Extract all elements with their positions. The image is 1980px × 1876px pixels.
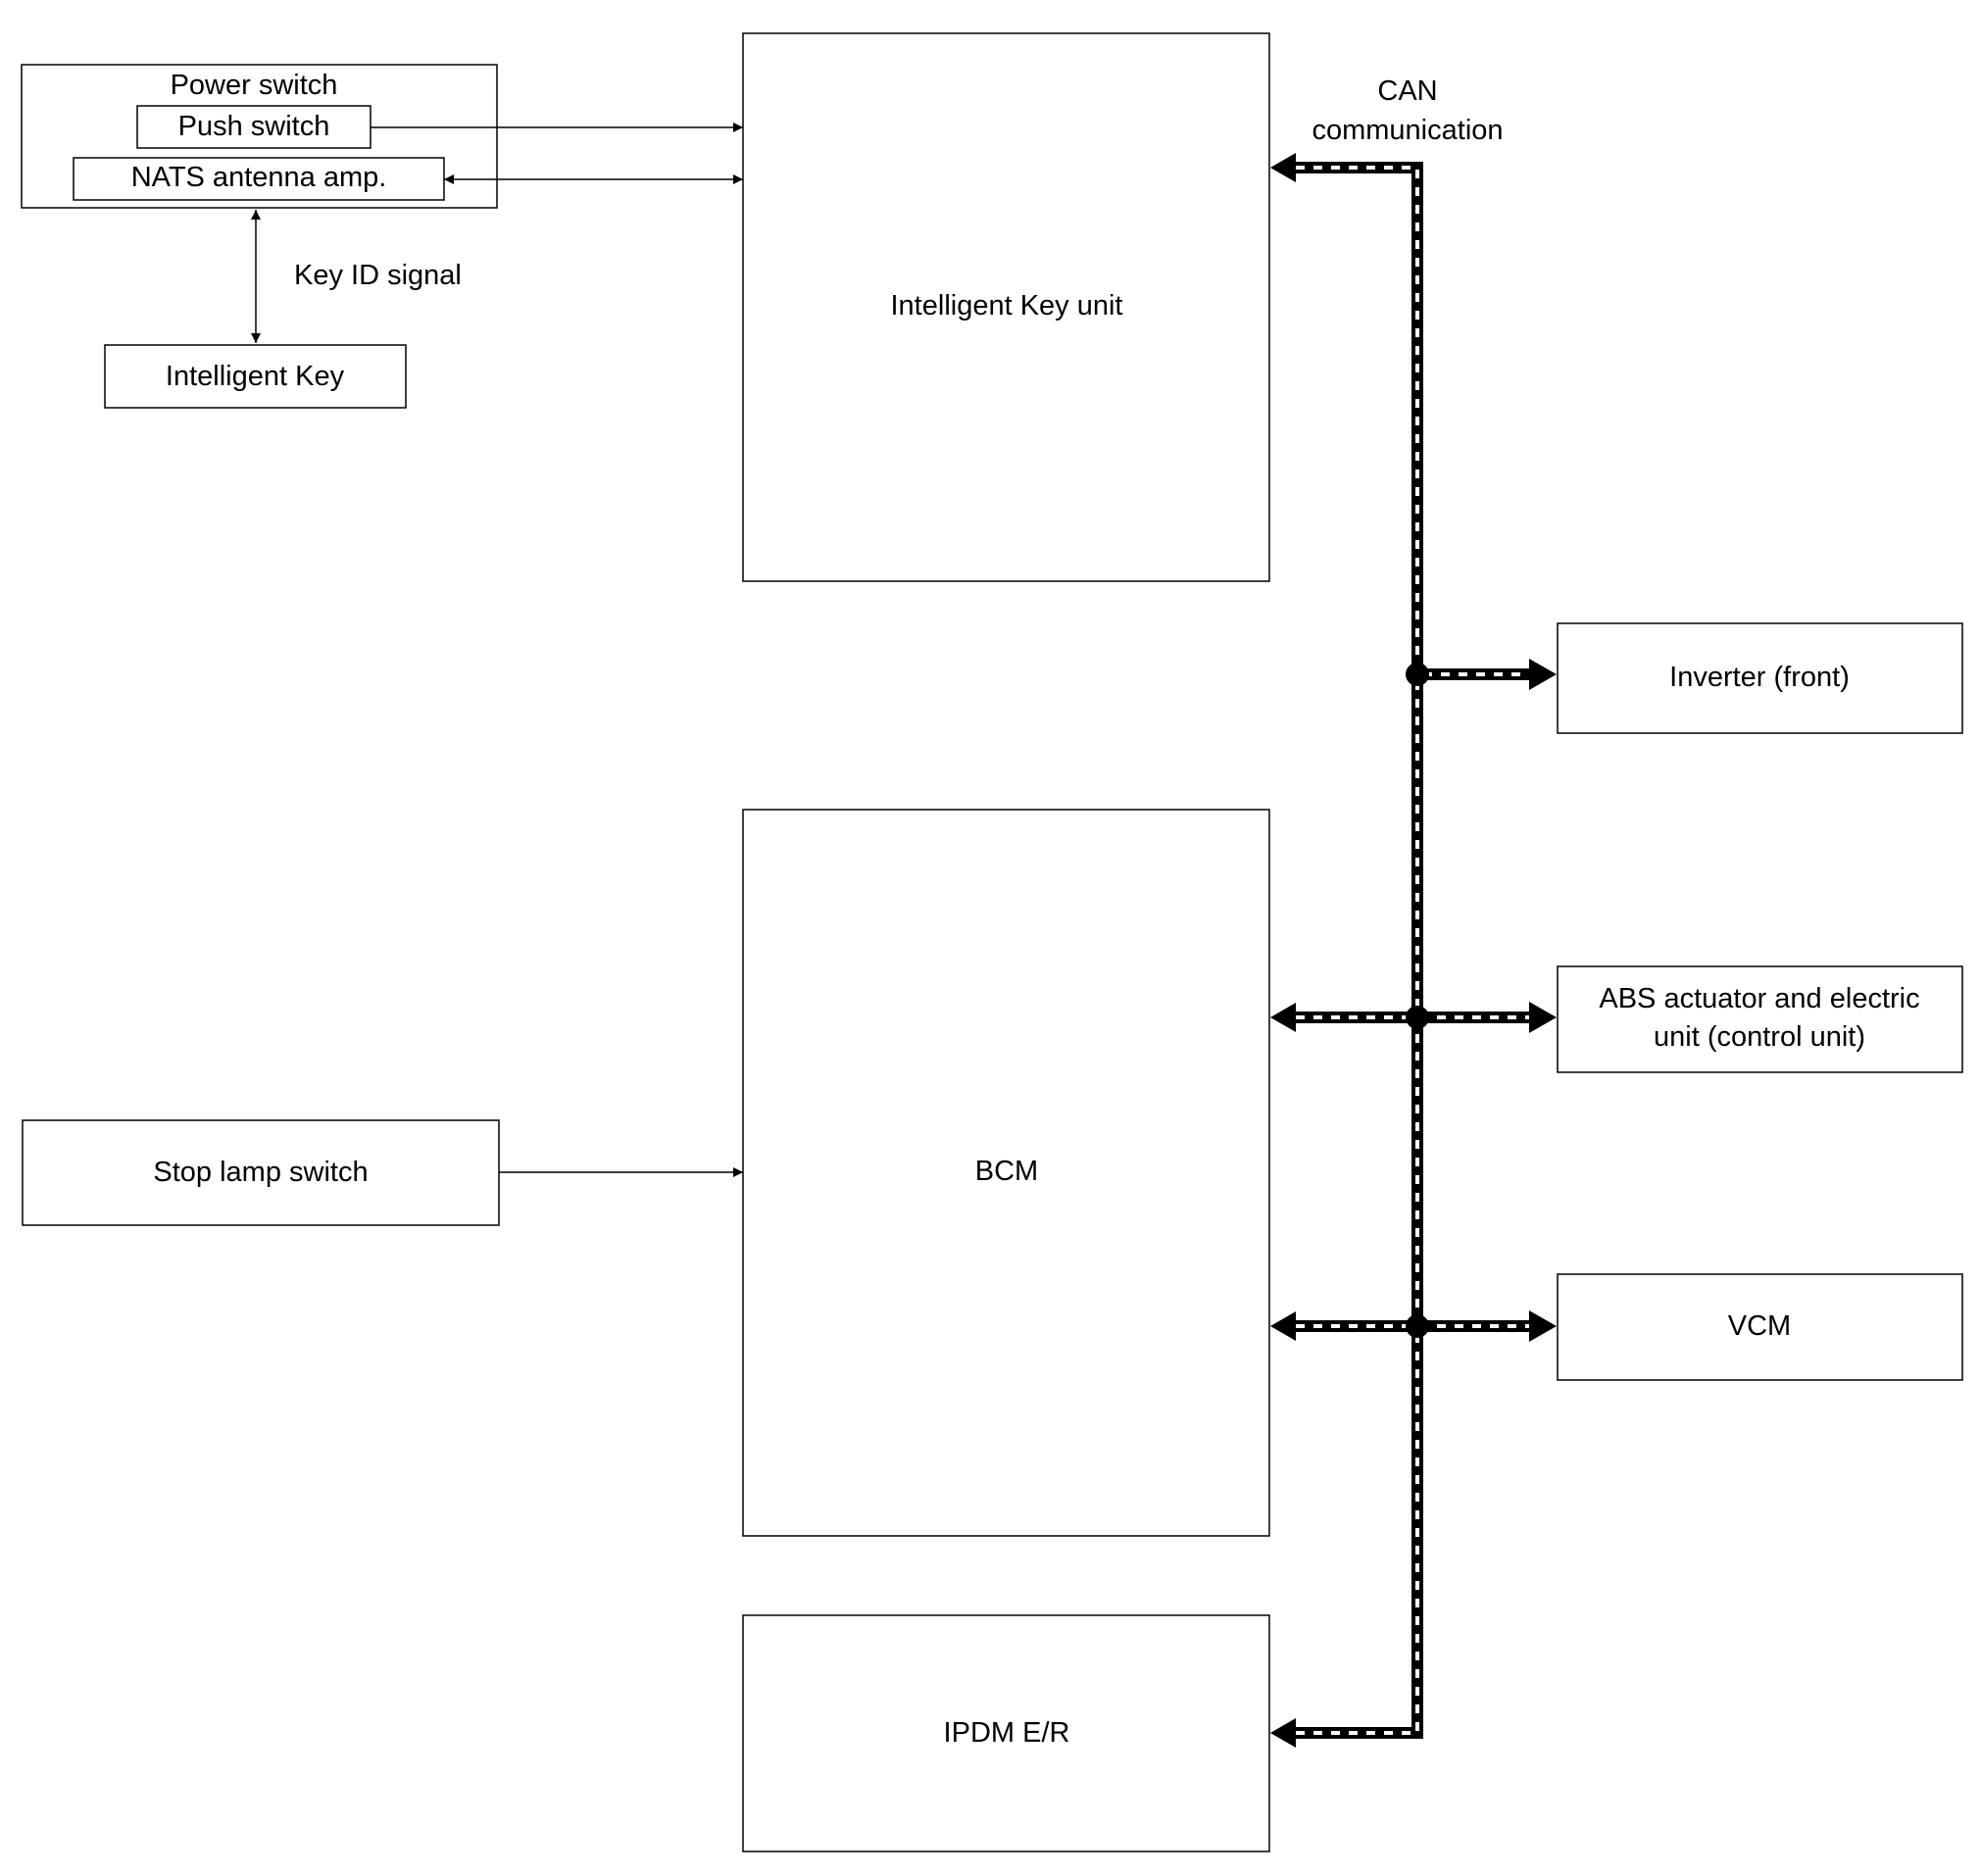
- abs-box: [1557, 965, 1963, 1073]
- stop-lamp-switch-label: Stop lamp switch: [153, 1157, 368, 1188]
- vcm-box: [1557, 1273, 1963, 1381]
- abs-label-line1: ABS actuator and electric: [1599, 983, 1919, 1014]
- can-junction-dot: [1406, 663, 1429, 686]
- inverter-box: [1557, 622, 1963, 734]
- power-switch-label: Power switch: [171, 70, 338, 101]
- push-switch-box: [136, 105, 371, 149]
- intelligent-key-label: Intelligent Key: [166, 361, 345, 392]
- bcm-label: BCM: [975, 1156, 1038, 1187]
- can-arrow-bcm-upper: [1270, 1003, 1296, 1032]
- power-switch-block: Power switch Push switch NATS antenna am…: [21, 64, 498, 209]
- can-bus: [1270, 153, 1557, 1748]
- can-junction-dot: [1406, 1314, 1429, 1338]
- ipdm-label: IPDM E/R: [944, 1717, 1070, 1749]
- abs-label-line2: unit (control unit): [1654, 1021, 1865, 1053]
- can-arrow-ipdm: [1270, 1718, 1296, 1748]
- intelligent-key-unit-label: Intelligent Key unit: [891, 290, 1123, 321]
- can-arrow-inverter: [1529, 659, 1557, 690]
- push-switch-label: Push switch: [178, 111, 330, 142]
- can-arrow-vcm: [1529, 1310, 1557, 1342]
- bcm-box: [742, 809, 1270, 1537]
- can-junction-dot: [1406, 1006, 1429, 1029]
- can-label-line2: communication: [1312, 115, 1503, 146]
- can-arrow-ik-unit: [1270, 153, 1296, 182]
- nats-antenna-box: [73, 157, 445, 201]
- stop-lamp-switch-box: [22, 1119, 500, 1226]
- intelligent-key-unit-box: [742, 32, 1270, 582]
- ipdm-box: [742, 1614, 1270, 1852]
- key-id-signal-label: Key ID signal: [294, 260, 462, 291]
- can-label-line1: CAN: [1377, 75, 1437, 107]
- nats-antenna-label: NATS antenna amp.: [131, 162, 387, 193]
- intelligent-key-box: [104, 344, 407, 409]
- inverter-label: Inverter (front): [1669, 662, 1850, 693]
- can-arrow-abs: [1529, 1002, 1557, 1033]
- vcm-label: VCM: [1728, 1310, 1791, 1342]
- can-arrow-bcm-lower: [1270, 1311, 1296, 1341]
